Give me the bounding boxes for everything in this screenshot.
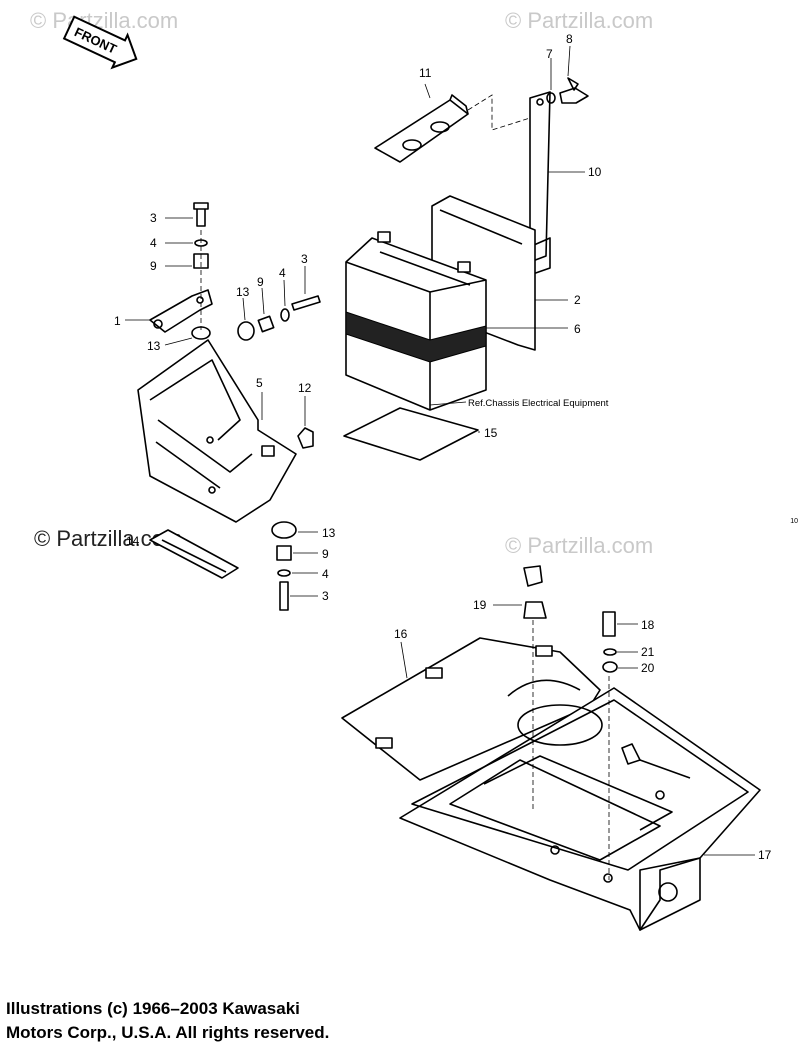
ref-note: Ref.Chassis Electrical Equipment xyxy=(468,398,609,409)
grommet-13-mid xyxy=(237,297,255,341)
callout-13: 13 xyxy=(322,526,336,540)
assembly-lines xyxy=(200,230,610,880)
callout-13: 13 xyxy=(236,285,250,299)
callout-6: 6 xyxy=(574,322,581,336)
copyright-notice: Illustrations (c) 1966–2003 Kawasaki Mot… xyxy=(6,997,566,1045)
washer-20 xyxy=(602,661,638,673)
callout-15: 15 xyxy=(484,426,498,440)
wing-bolt-8 xyxy=(546,45,589,104)
copyright-line-1: Illustrations (c) 1966–2003 Kawasaki xyxy=(6,999,300,1018)
watermarks: © Partzilla.com © Partzilla.com © Partzi… xyxy=(30,8,653,558)
callout-4: 4 xyxy=(150,236,157,250)
washer-21 xyxy=(603,648,638,656)
callout-2: 2 xyxy=(574,293,581,307)
callout-8: 8 xyxy=(566,32,573,46)
holder-frame-5 xyxy=(137,339,297,523)
callout-16: 16 xyxy=(394,627,408,641)
front-arrow-badge: FRONT xyxy=(62,15,138,70)
battery-plate-11 xyxy=(374,83,531,163)
lid-16 xyxy=(341,637,601,781)
callout-9: 9 xyxy=(150,259,157,273)
callout-10: 10 xyxy=(588,165,602,179)
callout-5: 5 xyxy=(256,376,263,390)
watermark: © Partzilla.com xyxy=(505,8,653,33)
callout-12: 12 xyxy=(298,381,312,395)
bolt-18 xyxy=(602,611,638,637)
washer-4-low xyxy=(277,569,318,577)
tray-17 xyxy=(399,687,761,931)
pad-15 xyxy=(343,407,480,461)
collar-9-low xyxy=(276,545,318,561)
callout-20: 20 xyxy=(641,661,655,675)
copyright-line-2: Motors Corp., U.S.A. All rights reserved… xyxy=(6,1023,330,1042)
callout-17: 17 xyxy=(758,848,772,862)
bracket-1 xyxy=(125,289,213,333)
callout-7: 7 xyxy=(546,47,553,61)
callout-3: 3 xyxy=(322,589,329,603)
watermark: © Partzilla.com xyxy=(505,533,653,558)
knob-19 xyxy=(493,565,547,619)
callout-4: 4 xyxy=(322,567,329,581)
callout-18: 18 xyxy=(641,618,655,632)
grommet-13-low xyxy=(271,521,318,539)
callout-4: 4 xyxy=(279,266,286,280)
rubber-strip-14 xyxy=(149,529,239,579)
callouts: 11 7 8 10 2 6 Ref.Chassis Electrical Equ… xyxy=(114,32,772,862)
battery xyxy=(345,231,568,411)
callout-3: 3 xyxy=(150,211,157,225)
nut-12 xyxy=(297,396,314,449)
callout-13: 13 xyxy=(147,339,161,353)
watermark: © Partzilla.com xyxy=(30,8,178,33)
strap-10 xyxy=(526,91,585,277)
washer-4-mid xyxy=(280,279,290,322)
callout-9: 9 xyxy=(322,547,329,561)
callout-9: 9 xyxy=(257,275,264,289)
callout-21: 21 xyxy=(641,645,655,659)
callout-1: 1 xyxy=(114,314,121,328)
callout-14: 14 xyxy=(126,534,140,548)
collar-9-mid xyxy=(257,287,275,333)
callout-11: 11 xyxy=(419,66,432,80)
bolt-3-mid xyxy=(291,266,321,311)
callout-3: 3 xyxy=(301,252,308,266)
callout-19: 19 xyxy=(473,598,487,612)
grommet-13 xyxy=(164,326,211,346)
collar-9 xyxy=(165,253,209,269)
bolt-3-low xyxy=(279,581,318,611)
bolt-3 xyxy=(165,202,209,227)
side-page-mark: 10 xyxy=(790,518,798,525)
